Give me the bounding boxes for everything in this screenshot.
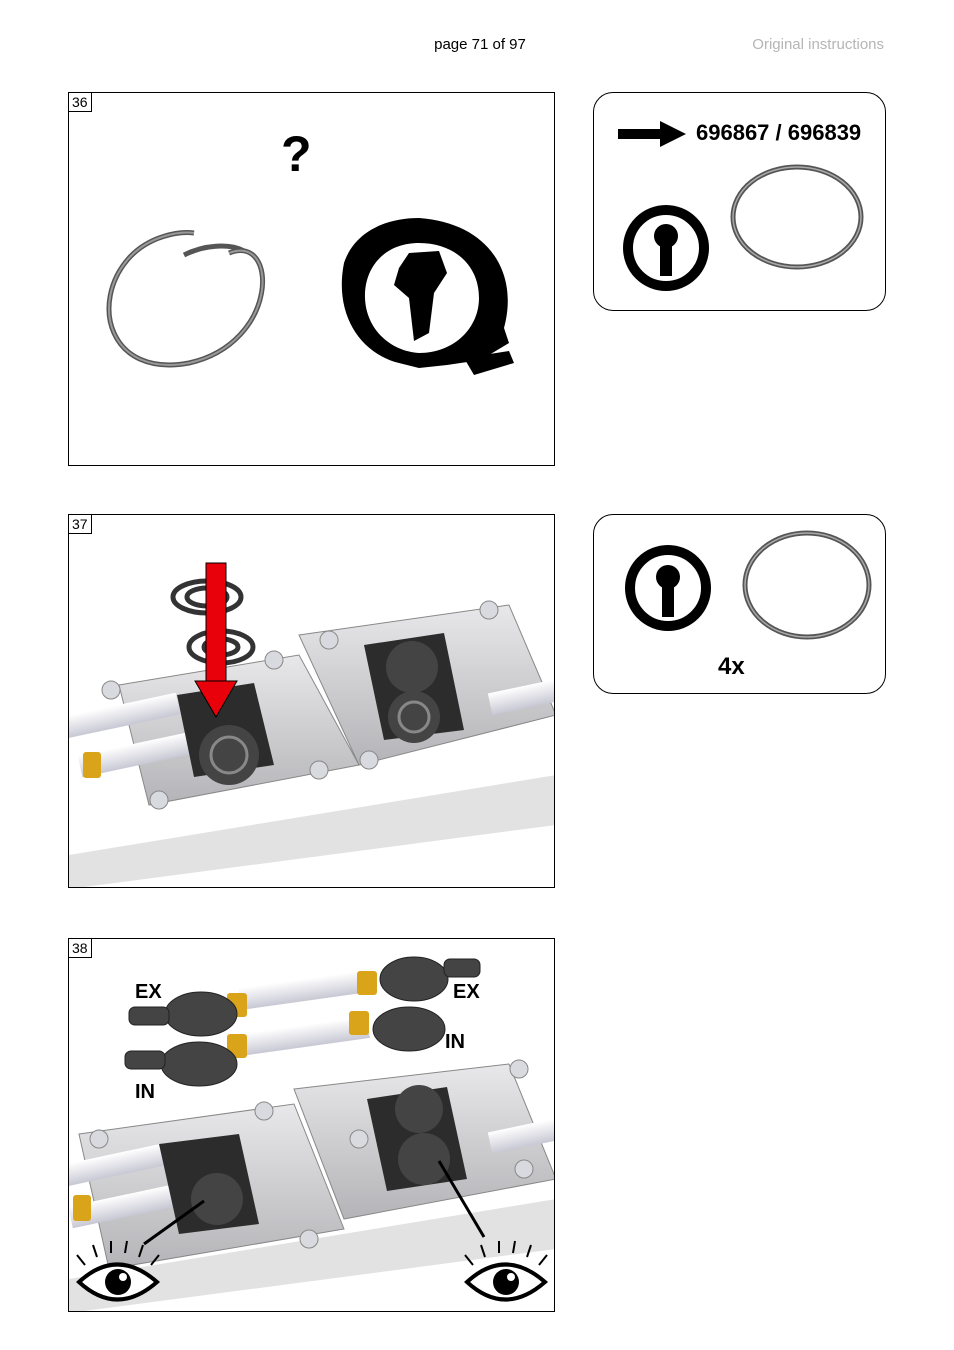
step-38-illustration (69, 956, 554, 1311)
broken-valve-disc-icon (341, 218, 514, 375)
tube-fitting (83, 752, 101, 778)
quantity-panel: 4x (593, 514, 886, 694)
step-36-figure: 36 ? (68, 92, 555, 466)
red-down-arrow-icon (194, 562, 238, 718)
valve-disc-icon (625, 545, 711, 631)
tube-assembly (227, 970, 377, 1058)
quantity-illustration (625, 530, 872, 640)
eye-icon-left (76, 1240, 161, 1302)
label-ex-left: EX (135, 981, 162, 1003)
right-arrow-icon (618, 121, 686, 147)
valve-housing (124, 956, 481, 1087)
part-numbers: 696867 / 696839 (696, 120, 862, 145)
valve-cover-right (364, 633, 464, 743)
step-number: 38 (69, 939, 92, 958)
page-number: page 71 of 97 (434, 36, 526, 53)
document-label: Original instructions (752, 36, 884, 53)
parts-illustration (618, 121, 864, 291)
step-37-illustration (69, 562, 554, 887)
label-in-left: IN (135, 1081, 155, 1103)
step-38-figure: 38 EX EX IN IN (68, 938, 555, 1312)
label-ex-right: EX (453, 981, 480, 1003)
broken-o-ring-icon (106, 230, 266, 368)
step-36-illustration (106, 218, 514, 375)
question-mark: ? (281, 126, 312, 182)
valve-disc-icon (623, 205, 709, 291)
quantity: 4x (718, 653, 745, 680)
o-ring-icon (730, 164, 864, 270)
eye-icon-right (464, 1240, 549, 1302)
label-in-right: IN (445, 1031, 465, 1053)
step-number: 36 (69, 93, 92, 112)
o-ring-icon (742, 530, 872, 640)
step-number: 37 (69, 515, 92, 534)
step-37-figure: 37 (68, 514, 555, 888)
valve-cover-left (177, 683, 274, 785)
tube (69, 676, 554, 778)
parts-panel: 696867 / 696839 (593, 92, 886, 311)
